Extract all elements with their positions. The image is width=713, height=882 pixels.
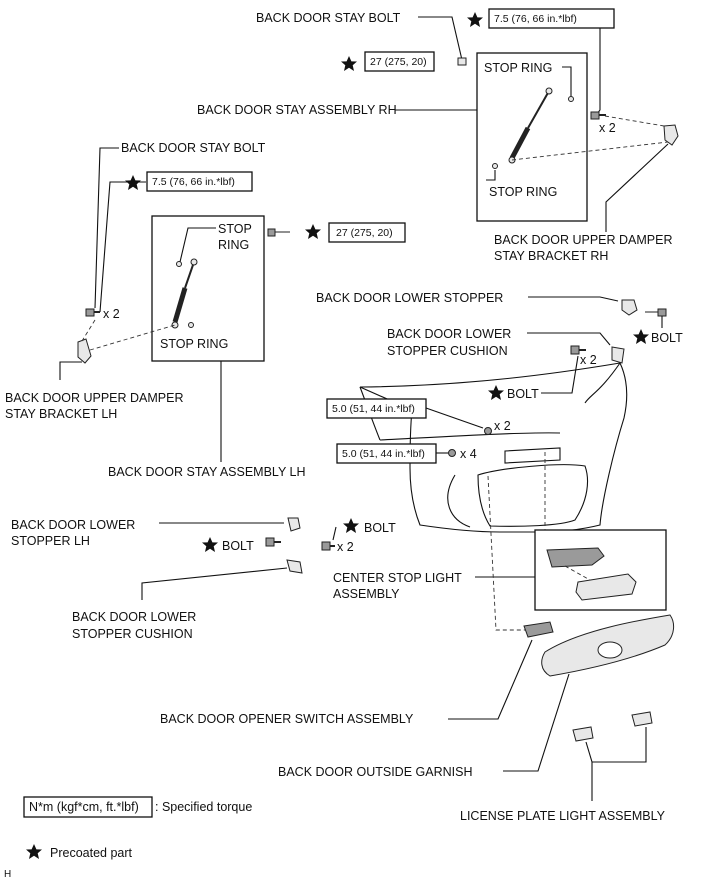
torque-lh-bolt: 27 (275, 20) (336, 227, 393, 239)
label-upper-bracket-lh-1: BACK DOOR UPPER DAMPER (5, 391, 184, 405)
label-upper-bracket-rh-1: BACK DOOR UPPER DAMPER (494, 233, 673, 247)
torque-rh-bolt: 27 (275, 20) (370, 56, 427, 68)
label-stay-assembly-lh: BACK DOOR STAY ASSEMBLY LH (108, 465, 306, 479)
label-lower-stopper-lh-2: STOPPER LH (11, 534, 90, 548)
label-bolt-mid: BOLT (507, 387, 539, 401)
label-lower-stopper-cushion-2: STOPPER CUSHION (387, 344, 508, 358)
light-screw-part (448, 449, 456, 457)
bolt-lh-left-part (265, 537, 281, 547)
label-lower-stopper-lh-1: BACK DOOR LOWER (11, 518, 135, 532)
label-upper-bracket-lh-2: STAY BRACKET LH (5, 407, 117, 421)
label-stay-bolt-lh: BACK DOOR STAY BOLT (121, 141, 266, 155)
label-stay-assembly-rh: BACK DOOR STAY ASSEMBLY RH (197, 103, 397, 117)
bolt-right-part (645, 308, 667, 317)
label-license-light: LICENSE PLATE LIGHT ASSEMBLY (460, 809, 666, 823)
legend-torque-box (23, 796, 153, 818)
label-upper-bracket-rh-2: STAY BRACKET RH (494, 249, 608, 263)
label-center-stop-light-2: ASSEMBLY (333, 587, 400, 601)
stopper-screw-part (484, 427, 492, 435)
qty-stopper: x 2 (494, 419, 511, 433)
label-bolt-right: BOLT (651, 331, 683, 345)
label-stop-ring-rh-bottom: STOP RING (489, 185, 557, 199)
precoated-star-icon (467, 12, 483, 27)
precoated-star-icon (202, 537, 218, 552)
label-stop-ring-lh-top-2: RING (218, 238, 249, 252)
label-outside-garnish: BACK DOOR OUTSIDE GARNISH (278, 765, 472, 779)
torque-stopper: 5.0 (51, 44 in.*lbf) (332, 403, 415, 415)
label-stop-ring-rh-top: STOP RING (484, 61, 552, 75)
label-lower-stopper-cushion-1: BACK DOOR LOWER (387, 327, 511, 341)
torque-box-rh-bracket (488, 8, 615, 29)
precoated-star-icon (633, 329, 649, 344)
figure-code: H (4, 869, 11, 880)
stay-strut-lh (171, 258, 198, 329)
qty-rh-bracket: x 2 (599, 121, 616, 135)
legend-torque-text: : Specified torque (155, 800, 252, 814)
torque-light: 5.0 (51, 44 in.*lbf) (342, 448, 425, 460)
stay-assembly-rh-inset (476, 52, 588, 222)
lower-stopper-part (621, 299, 638, 316)
legend-precoated-text: Precoated part (50, 846, 133, 860)
center-stop-light-part-lower (575, 573, 637, 601)
lower-stopper-lh-part (287, 517, 301, 532)
label-lower-stopper-cushion-lh-2: STOPPER CUSHION (72, 627, 193, 641)
precoated-star-icon (488, 385, 504, 400)
lower-stopper-cushion-part (611, 346, 625, 364)
torque-box-lh-bolt (328, 222, 406, 243)
label-lower-stopper-cushion-lh-1: BACK DOOR LOWER (72, 610, 196, 624)
label-lower-stopper: BACK DOOR LOWER STOPPER (316, 291, 503, 305)
license-light-right-part (631, 711, 653, 727)
label-stop-ring-lh-bottom: STOP RING (160, 337, 228, 351)
label-bolt-lh-left: BOLT (222, 539, 254, 553)
qty-lh-bracket: x 2 (103, 307, 120, 321)
bolt-lh-bracket-part (85, 308, 100, 317)
label-bolt-lh-right: BOLT (364, 521, 396, 535)
bolt-rh-bracket-part (590, 111, 606, 120)
legend-torque-box-text: N*m (kgf*cm, ft.*lbf) (29, 800, 139, 814)
outside-garnish-part (541, 614, 675, 677)
qty-cushion: x 2 (580, 353, 597, 367)
precoated-star-icon (341, 56, 357, 71)
torque-box-lh-bracket (146, 171, 253, 192)
lower-stopper-cushion-lh-part (286, 559, 303, 574)
bolt-lh-stay-part (267, 228, 290, 237)
precoated-star-icon (305, 224, 321, 239)
bolt-cushion-part (570, 345, 586, 355)
upper-damper-bracket-rh-part (663, 124, 679, 146)
label-opener-switch: BACK DOOR OPENER SWITCH ASSEMBLY (160, 712, 414, 726)
precoated-star-icon (26, 844, 42, 859)
label-stay-bolt-rh: BACK DOOR STAY BOLT (256, 11, 401, 25)
torque-box-rh-bolt (364, 51, 435, 72)
precoated-star-icon (343, 518, 359, 533)
license-light-left-part (572, 726, 594, 742)
label-stop-ring-lh-top-1: STOP (218, 222, 252, 236)
bolt-lh-right-part (321, 541, 335, 551)
qty-lh-bolt: x 2 (337, 540, 354, 554)
upper-damper-bracket-lh-part (77, 338, 92, 364)
stay-assembly-lh-inset (151, 215, 265, 362)
center-stop-light-part-upper (546, 547, 605, 568)
stay-bolt-rh-part (457, 57, 467, 66)
qty-light: x 4 (460, 447, 477, 461)
label-center-stop-light-1: CENTER STOP LIGHT (333, 571, 462, 585)
torque-lh-bracket: 7.5 (76, 66 in.*lbf) (152, 176, 235, 188)
opener-switch-part (523, 621, 554, 638)
torque-rh-bracket: 7.5 (76, 66 in.*lbf) (494, 13, 577, 25)
